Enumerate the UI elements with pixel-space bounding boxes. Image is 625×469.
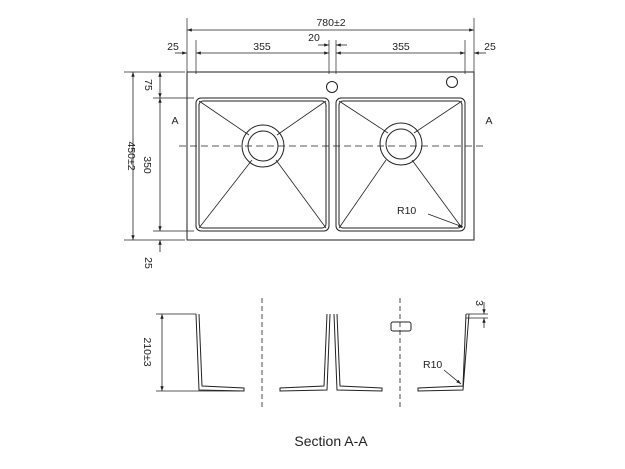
label-corner-radius-section: R10 (423, 359, 442, 371)
right-bowl-inner (338, 100, 463, 229)
sink-outline (186, 71, 475, 241)
left-bowl-slopes (198, 100, 327, 229)
right-drain-outer (379, 122, 423, 166)
label-corner-radius-top: R10 (397, 205, 416, 217)
right-bowl-profile (417, 313, 470, 392)
label-bowl-depth: 350 (141, 156, 153, 174)
left-bowl-profile-mid (279, 313, 331, 392)
left-bowl-profile (195, 313, 245, 392)
faucet-hole-center (326, 81, 338, 93)
right-bowl-profile-mid (333, 313, 383, 392)
label-right-margin: 25 (484, 41, 496, 53)
radius-leader-top (427, 213, 464, 228)
label-top-margin: 75 (142, 79, 154, 91)
top-view (124, 18, 486, 252)
right-bowl (335, 97, 466, 232)
label-bowl-width-left: 355 (253, 41, 271, 53)
right-drain-inner (385, 128, 417, 160)
faucet-hole-right (446, 76, 458, 88)
label-left-margin: 25 (167, 41, 179, 53)
label-thickness: 3 (473, 300, 485, 306)
section-caption: Section A-A (294, 433, 368, 449)
label-section-marker-left: A (171, 115, 178, 127)
left-bowl (195, 97, 330, 232)
label-overall-depth: 450±2 (125, 141, 137, 170)
left-bowl-inner (198, 100, 327, 229)
section-view (156, 298, 488, 408)
label-bottom-margin: 25 (142, 257, 154, 269)
radius-leader-section (443, 369, 462, 385)
overflow-slot (390, 321, 412, 332)
label-bowl-width-right: 355 (392, 41, 410, 53)
right-bowl-slopes (338, 100, 463, 229)
label-section-depth: 210±3 (141, 337, 153, 366)
label-section-marker-right: A (485, 115, 492, 127)
label-overall-width: 780±2 (316, 17, 345, 29)
label-center-divider: 20 (308, 32, 320, 44)
